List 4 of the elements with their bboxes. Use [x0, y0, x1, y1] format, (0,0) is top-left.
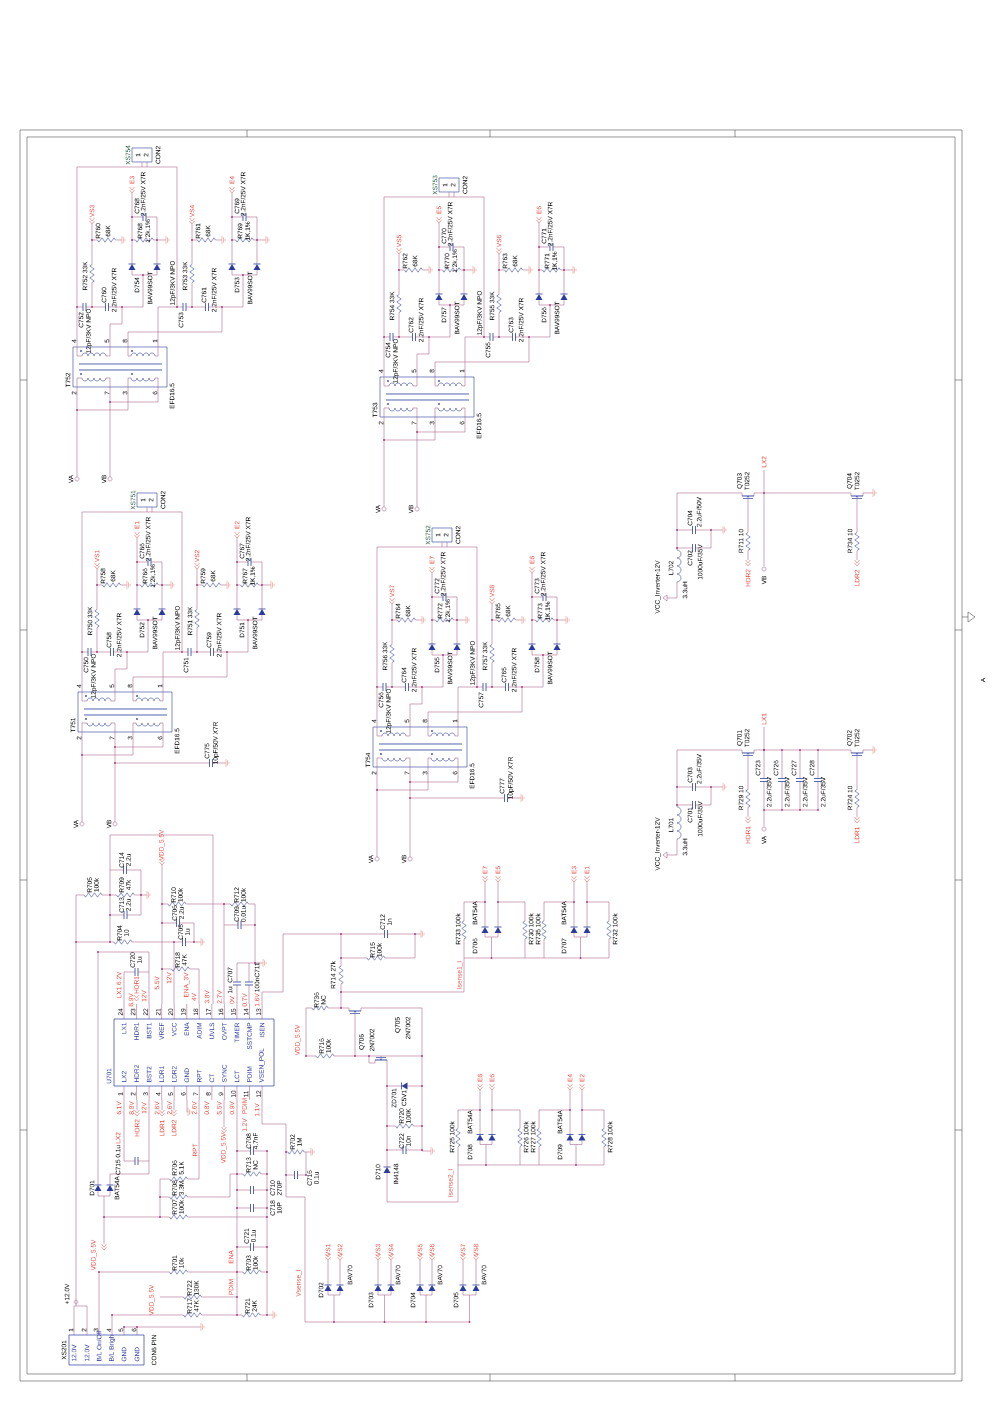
wire: [383, 192, 450, 377]
wire: [376, 542, 443, 727]
wire: [76, 162, 143, 347]
wire: [81, 507, 148, 692]
